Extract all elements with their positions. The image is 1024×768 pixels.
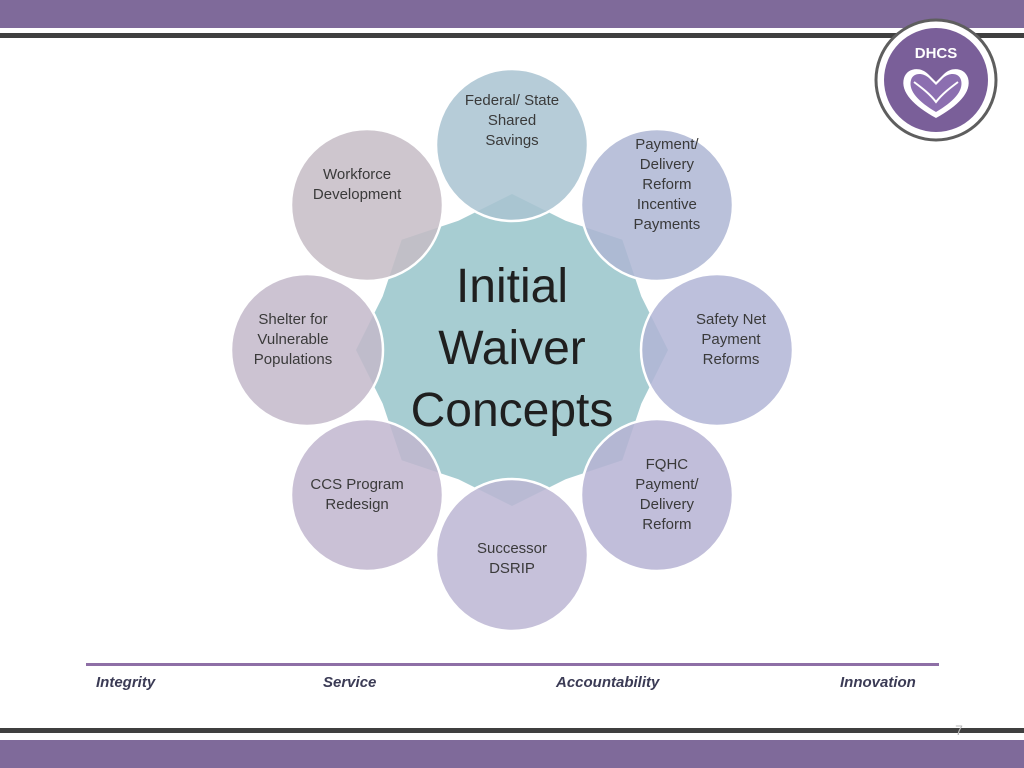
center-title: Initial Waiver Concepts — [380, 256, 644, 442]
value-integrity: Integrity — [96, 674, 156, 691]
concept-bubble-line: Delivery — [639, 495, 694, 513]
concept-bubble-line: Payment/ — [635, 136, 699, 154]
concept-bubble-line: Shelter for — [258, 311, 328, 328]
footer-bar — [0, 740, 1024, 768]
concept-bubble-line: Federal/ State — [464, 92, 560, 109]
footer-rule — [86, 663, 939, 666]
concept-bubble-line: Vulnerable — [257, 331, 329, 348]
concept-bubble — [289, 127, 445, 283]
dhcs-logo: DHCS — [874, 18, 998, 142]
page-number: 7 — [955, 722, 963, 738]
concept-bubble — [229, 272, 385, 428]
values-strip: Integrity Service Accountability Innovat… — [0, 674, 1024, 694]
center-title-line: Waiver — [438, 322, 586, 375]
concept-bubble — [434, 477, 590, 633]
concept-bubble-line: Shared — [487, 112, 537, 129]
concept-bubble-line: Savings — [485, 132, 539, 149]
value-accountability: Accountability — [556, 674, 660, 691]
value-service: Service — [323, 674, 377, 691]
header-rule — [0, 33, 1024, 38]
center-title-line: Concepts — [410, 384, 614, 437]
concept-bubble — [579, 127, 735, 283]
concept-bubble — [434, 67, 590, 223]
concept-bubble-line: Reform — [642, 176, 692, 194]
value-innovation: Innovation — [840, 674, 916, 691]
concept-bubble-line: Safety Net — [695, 311, 767, 328]
concept-bubble — [289, 417, 445, 573]
concept-bubble-line: Delivery — [639, 156, 694, 174]
concept-bubble — [579, 417, 735, 573]
concept-bubble-line: DSRIP — [489, 560, 535, 577]
concept-bubble-line: Incentive — [636, 196, 697, 214]
logo-text: DHCS — [915, 45, 958, 62]
concept-bubble-line: CCS Program — [310, 475, 404, 493]
concept-bubble-line: FQHC — [645, 455, 689, 473]
concept-bubble-line: Redesign — [325, 495, 389, 513]
concept-bubble-line: Payment/ — [635, 475, 699, 493]
concept-bubble-line: Successor — [476, 540, 548, 557]
concept-bubble-line: Payments — [633, 216, 701, 234]
concept-bubble-line: Development — [312, 186, 402, 204]
concept-bubble-line: Reform — [642, 515, 692, 533]
concept-bubble-line: Workforce — [323, 166, 392, 184]
footer-dark-rule — [0, 728, 1024, 733]
heart-hands-icon — [903, 69, 969, 118]
center-title-line: Initial — [455, 260, 569, 313]
center-shape — [356, 194, 668, 506]
concept-bubble-line: Populations — [253, 351, 333, 368]
concept-bubble — [639, 272, 795, 428]
concept-bubble-line: Reforms — [702, 351, 760, 368]
concept-bubble-line: Payment — [701, 331, 761, 348]
header-bar — [0, 0, 1024, 28]
